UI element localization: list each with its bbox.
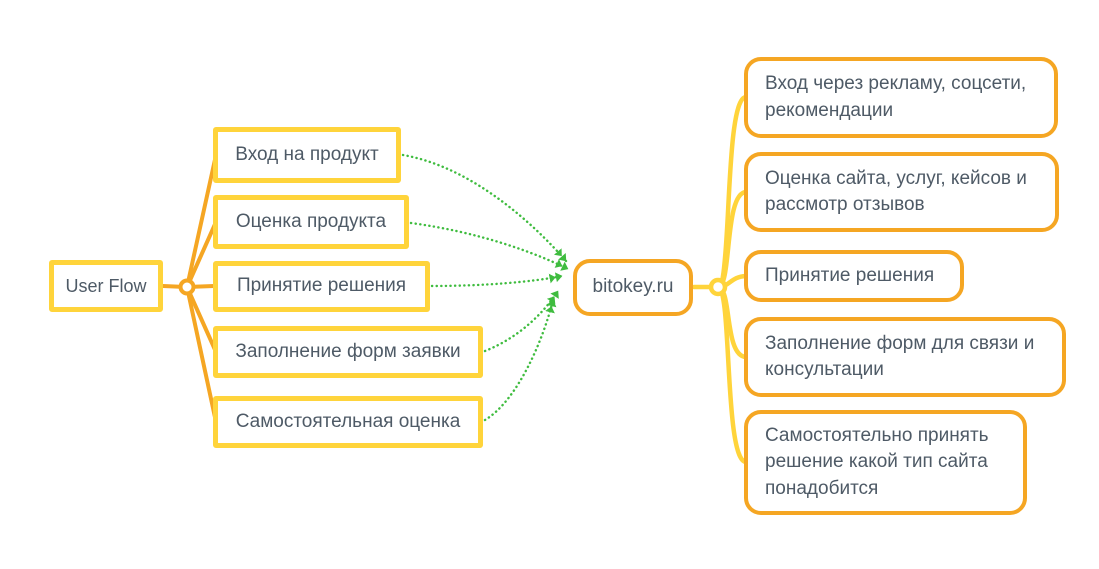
cross-link-arrows: [401, 153, 570, 422]
node-label: Самостоятельная оценка: [235, 410, 461, 432]
node-left-decision[interactable]: Принятие решения: [213, 261, 430, 312]
node-left-form[interactable]: Заполнение форм заявки: [213, 326, 483, 378]
cross-link: [409, 221, 570, 271]
node-right-self-decision[interactable]: Самостоятельно принять решение какой тип…: [744, 410, 1027, 515]
cross-link: [401, 153, 568, 263]
node-label: Принятие решения: [236, 275, 407, 297]
left-branch-connectors: [161, 153, 218, 424]
node-right-decision[interactable]: Принятие решения: [744, 250, 964, 302]
cross-link: [483, 298, 557, 422]
node-label: Принятие решения: [765, 264, 935, 286]
node-label: Вход через рекламу, соцсети, рекомендаци…: [765, 73, 1027, 121]
branch-line: [185, 220, 218, 289]
node-right-form[interactable]: Заполнение форм для связи и консультации: [744, 317, 1066, 397]
node-right-evaluation[interactable]: Оценка сайта, услуг, кейсов и рассмотр о…: [744, 152, 1059, 232]
node-left-entry[interactable]: Вход на продукт: [213, 127, 401, 183]
node-label: Оценка сайта, услуг, кейсов и рассмотр о…: [765, 167, 1027, 215]
left-branch-hub: [178, 278, 196, 296]
node-label: User Flow: [65, 275, 147, 296]
node-label: bitokey.ru: [592, 276, 674, 298]
node-label: Вход на продукт: [235, 143, 379, 165]
node-label: Самостоятельно принять решение какой тип…: [765, 425, 989, 499]
branch-line: [185, 153, 218, 289]
cross-link: [430, 272, 564, 288]
node-left-evaluation[interactable]: Оценка продукта: [213, 195, 409, 249]
cross-link: [483, 289, 560, 353]
right-branch-hub: [708, 277, 728, 297]
node-label: Заполнение форм заявки: [235, 340, 461, 362]
branch-line: [715, 284, 749, 465]
branch-line: [185, 285, 218, 354]
node-label: Заполнение форм для связи и консультации: [765, 332, 1035, 380]
node-right-entry[interactable]: Вход через рекламу, соцсети, рекомендаци…: [744, 57, 1058, 138]
node-left-self-evaluation[interactable]: Самостоятельная оценка: [213, 396, 483, 448]
right-branch-connectors: [691, 94, 749, 465]
node-user-flow[interactable]: User Flow: [49, 260, 163, 312]
node-bitokey[interactable]: bitokey.ru: [573, 259, 693, 316]
branch-line: [185, 285, 218, 424]
node-label: Оценка продукта: [235, 210, 387, 232]
